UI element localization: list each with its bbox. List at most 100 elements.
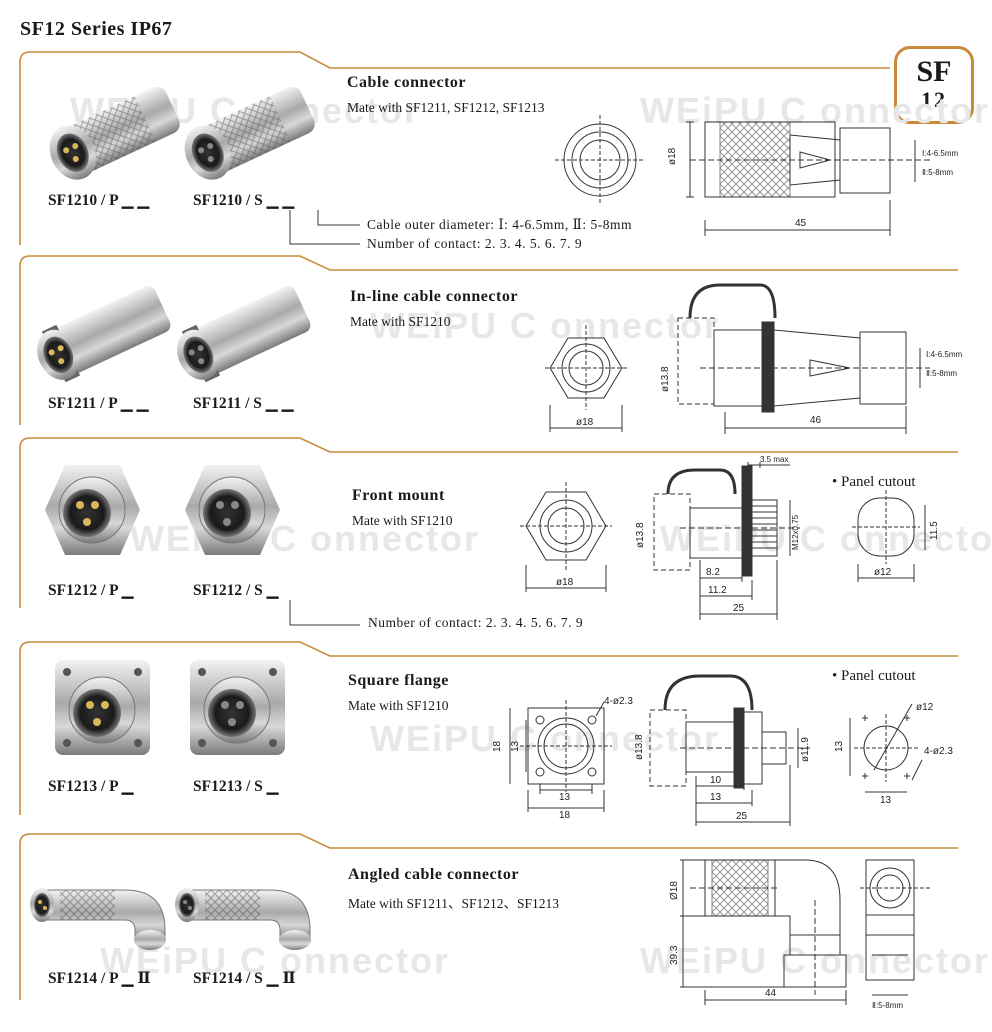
- dim-length: 25: [733, 603, 745, 614]
- dim-d2: 13: [710, 792, 722, 803]
- dim-d1: 10: [710, 775, 722, 786]
- dim-diameter: ø18: [667, 147, 678, 165]
- panel-cutout-label: • Panel cutout: [832, 474, 916, 490]
- section-mate: Mate with SF1211、SF1212、SF1213: [348, 896, 560, 911]
- watermark-suffix: C onnector: [510, 305, 721, 346]
- dim-cutout-height: 11.5: [929, 521, 940, 540]
- part-number-s: SF1210 / S ▁ ▁: [193, 192, 295, 209]
- part-number-p: SF1212 / P ▁: [48, 582, 134, 599]
- dim-height: 39.3: [669, 945, 680, 965]
- watermark-suffix: C onnector: [240, 940, 451, 981]
- section-title: In-line cable connector: [350, 288, 518, 305]
- watermark-suffix: C onnector: [800, 518, 992, 559]
- dim-range-1: Ⅰ:4-6.5mm: [922, 149, 958, 158]
- dim-cutout-pitch-horizontal: 13: [880, 795, 892, 806]
- panel-cutout-text: Panel cutout: [841, 474, 916, 490]
- dim-holes: 4-ø2.3: [604, 696, 633, 707]
- dim-diameter: ø18: [556, 577, 574, 588]
- watermark: WEiPU C onnector: [370, 305, 720, 347]
- dim-cutout-holes: 4-ø2.3: [924, 746, 953, 757]
- part-number-p-text: SF1213 / P: [48, 778, 118, 795]
- section-title: Cable connector: [347, 74, 467, 91]
- section-mate: Mate with SF1211, SF1212, SF1213: [347, 100, 545, 115]
- dim-range-1: Ⅰ:4-6.5mm: [926, 350, 962, 359]
- section-title: Square flange: [348, 672, 449, 689]
- watermark-suffix: C onnector: [780, 90, 991, 131]
- series-badge: SF 12: [894, 46, 974, 124]
- dim-length: 46: [810, 415, 822, 426]
- watermark-brand: WEiPU: [640, 940, 769, 981]
- part-number-p-text: SF1211 / P: [48, 395, 117, 412]
- dim-length: 45: [795, 218, 807, 229]
- dim-body-diameter: ø13.8: [660, 366, 671, 392]
- watermark-brand: WEiPU: [660, 518, 789, 559]
- watermark-brand: WEiPU: [100, 940, 229, 981]
- panel-cutout-label: • Panel cutout: [832, 668, 916, 684]
- dim-cutout-diameter: ø12: [916, 702, 934, 713]
- part-number-p: SF1214 / P ▁ Ⅱ: [48, 970, 151, 987]
- dim-length: 25: [736, 811, 748, 822]
- dim-pitch-horizontal: 13: [559, 792, 571, 803]
- dim-thread: M12x0.75: [791, 514, 800, 550]
- part-number-s: SF1211 / S ▁ ▁: [193, 395, 294, 412]
- part-suffix: Ⅱ: [137, 970, 151, 987]
- section-title: Front mount: [352, 487, 445, 504]
- part-number-p: SF1210 / P ▁ ▁: [48, 192, 150, 209]
- part-number-p-text: SF1214 / P: [48, 970, 118, 987]
- dim-d1: 8.2: [706, 567, 720, 578]
- dim-length: 44: [765, 988, 777, 999]
- dim-range-2: Ⅱ:5-8mm: [922, 168, 953, 177]
- part-number-s-text: SF1214 / S: [193, 970, 263, 987]
- note-contacts: Number of contact: 2. 3. 4. 5. 6. 7. 9: [368, 615, 584, 630]
- dim-diameter: Ø18: [669, 881, 680, 900]
- dim-side: 18: [492, 740, 503, 752]
- dim-range: Ⅱ:5-8mm: [872, 1001, 903, 1010]
- section-mate: Mate with SF1210: [352, 513, 453, 528]
- watermark: WEiPU C onnector: [100, 940, 450, 982]
- watermark-brand: WEiPU: [370, 718, 499, 759]
- dim-cutout-width: ø12: [874, 567, 892, 578]
- badge-number: 12: [921, 87, 947, 112]
- part-number-p: SF1211 / P ▁ ▁: [48, 395, 149, 412]
- dim-side-horizontal: 18: [559, 810, 571, 821]
- part-number-s-text: SF1210 / S: [193, 192, 263, 209]
- section-title: Angled cable connector: [348, 866, 519, 883]
- part-number-s-text: SF1213 / S: [193, 778, 263, 795]
- dim-pitch: 13: [510, 740, 521, 752]
- dim-body-diameter: ø13.8: [634, 734, 645, 760]
- part-number-p-text: SF1210 / P: [48, 192, 118, 209]
- part-number-p-text: SF1212 / P: [48, 582, 118, 599]
- panel-cutout-text: Panel cutout: [841, 668, 916, 684]
- watermark: WEiPU C onnector: [660, 518, 992, 560]
- part-number-s: SF1213 / S ▁: [193, 778, 279, 795]
- part-number-s: SF1212 / S ▁: [193, 582, 279, 599]
- watermark-brand: WEiPU: [370, 305, 499, 346]
- part-suffix: Ⅱ: [282, 970, 296, 987]
- badge-series: SF: [916, 55, 952, 88]
- dim-diameter: ø18: [576, 417, 594, 428]
- watermark: WEiPU C onnector: [130, 518, 480, 560]
- dim-max: 3.5 max: [760, 455, 788, 464]
- page-title: SF12 Series IP67: [20, 18, 173, 40]
- part-number-s: SF1214 / S ▁ Ⅱ: [193, 970, 296, 987]
- part-number-s-text: SF1211 / S: [193, 395, 262, 412]
- dim-body-diameter: ø13.8: [635, 522, 646, 548]
- section-mate: Mate with SF1210: [350, 314, 451, 329]
